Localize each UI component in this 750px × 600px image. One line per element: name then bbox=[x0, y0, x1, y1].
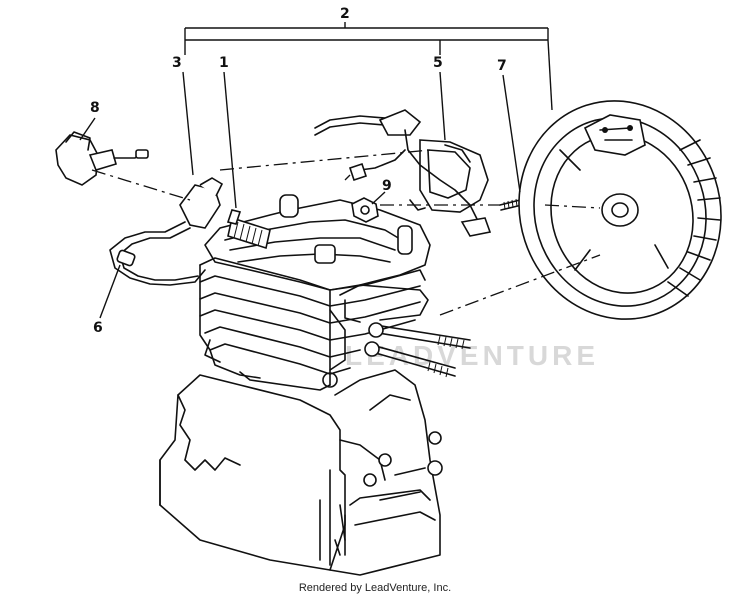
hex-nut bbox=[351, 197, 379, 223]
ignition-switch bbox=[55, 131, 149, 186]
callout-1: 1 bbox=[219, 55, 229, 71]
spark-plug bbox=[226, 209, 271, 250]
callout-9: 9 bbox=[382, 178, 392, 194]
credit-text: Rendered by LeadVenture, Inc. bbox=[298, 582, 452, 594]
callout-7: 7 bbox=[497, 58, 507, 74]
ignition-coil bbox=[314, 109, 492, 237]
callout-3: 3 bbox=[172, 55, 182, 71]
callout-5: 5 bbox=[433, 55, 443, 71]
callout-8: 8 bbox=[90, 100, 100, 116]
spark-plug-boot-and-wire bbox=[109, 177, 224, 286]
leader-lines bbox=[79, 22, 553, 319]
callout-labels: 1 2 3 5 6 7 8 9 bbox=[90, 6, 507, 336]
callout-6: 6 bbox=[93, 320, 103, 336]
assembly-centerlines bbox=[91, 149, 601, 316]
engine-block bbox=[159, 369, 443, 576]
callout-2: 2 bbox=[340, 6, 350, 22]
flywheel bbox=[518, 100, 722, 320]
cylinder-head bbox=[199, 194, 471, 391]
